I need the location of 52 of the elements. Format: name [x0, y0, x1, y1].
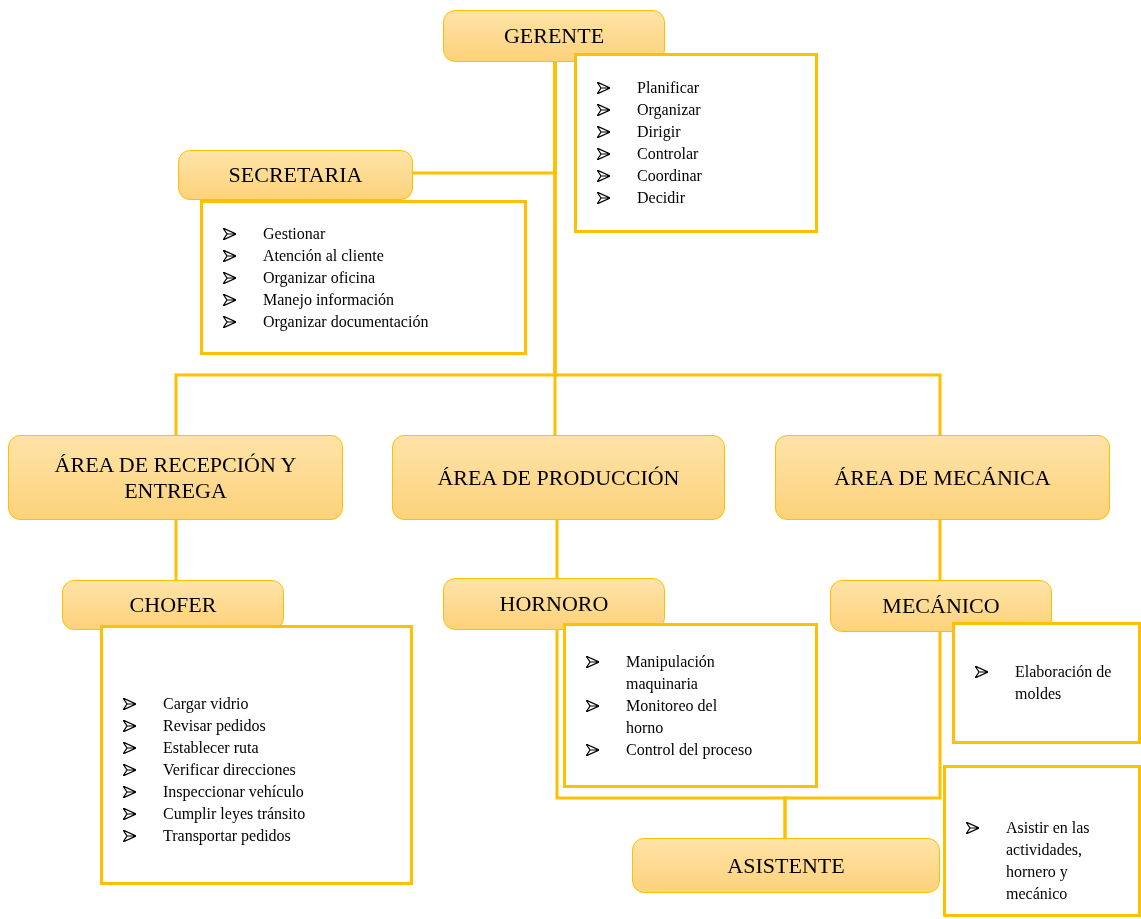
role-title: CHOFER — [129, 592, 217, 618]
task-text: Revisar pedidos — [163, 716, 266, 737]
task-list-box — [100, 625, 413, 885]
title-box — [775, 435, 1110, 520]
task-text: Gestionar — [263, 223, 326, 244]
task-text: Controlar — [637, 144, 699, 164]
role-title: HORNORO — [499, 591, 609, 617]
task-text: Control del proceso — [626, 739, 753, 761]
task-text: Monitoreo del horno — [626, 695, 719, 738]
task-text: Organizar documentación — [263, 311, 429, 333]
task-text: Establecer ruta — [163, 738, 259, 758]
task-text: Transportar pedidos — [163, 826, 291, 847]
task-text: Inspeccionar vehículo — [163, 782, 304, 803]
task-text: Decidir — [637, 188, 685, 208]
role-title: ÁREA DE PRODUCCIÓN — [437, 464, 680, 491]
connector-line — [174, 520, 178, 580]
task-list-box — [200, 200, 527, 355]
task-text: Coordinar — [637, 166, 702, 186]
title-box — [443, 10, 665, 62]
title-box — [392, 435, 725, 520]
role-title: ASISTENTE — [727, 852, 845, 879]
connector-line — [555, 520, 559, 578]
connector-line — [938, 520, 942, 580]
task-text: Dirigir — [637, 122, 681, 143]
task-list-box — [563, 623, 818, 788]
title-box — [178, 150, 413, 200]
task-text: Atención al cliente — [263, 245, 384, 266]
task-text: Elaboración de moldes — [1015, 662, 1113, 704]
role-title: SECRETARIA — [228, 162, 363, 188]
task-text: Cargar vidrio — [163, 694, 249, 715]
role-title: GERENTE — [503, 23, 605, 49]
task-list-box — [952, 622, 1141, 744]
title-box — [443, 578, 665, 630]
task-list-box — [943, 765, 1141, 917]
connector-line — [553, 62, 942, 435]
task-text: Organizar — [637, 100, 701, 121]
task-text: Verificar direcciones — [163, 760, 296, 780]
connector-line — [783, 632, 942, 838]
title-box — [830, 580, 1052, 632]
title-box — [632, 838, 940, 893]
role-title: ÁREA DE RECEPCIÓN Y ENTREGA — [53, 451, 298, 504]
title-box — [62, 580, 284, 630]
task-list-box — [574, 53, 818, 233]
role-title: ÁREA DE MECÁNICA — [834, 464, 1051, 491]
task-text: Asistir en las actividades, hornero y mecánico — [1006, 818, 1091, 904]
task-text: Cumplir leyes tránsito — [163, 804, 306, 825]
task-text: Manejo información — [263, 289, 395, 311]
role-title: MECÁNICO — [882, 593, 1000, 619]
title-box — [8, 435, 343, 520]
task-text: Manipulación maquinaria — [626, 651, 716, 695]
task-text: Organizar oficina — [263, 267, 376, 289]
task-text: Planificar — [637, 78, 700, 98]
